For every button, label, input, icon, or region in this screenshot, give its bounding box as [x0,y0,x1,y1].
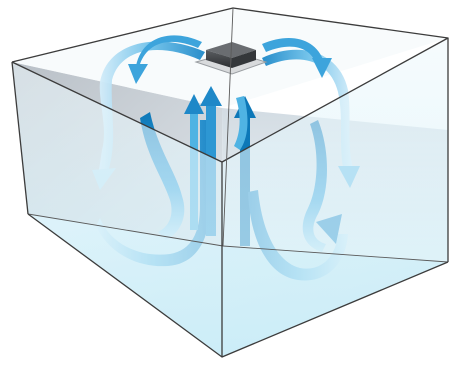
airflow-diagram [0,0,460,373]
diagram-canvas [0,0,460,373]
